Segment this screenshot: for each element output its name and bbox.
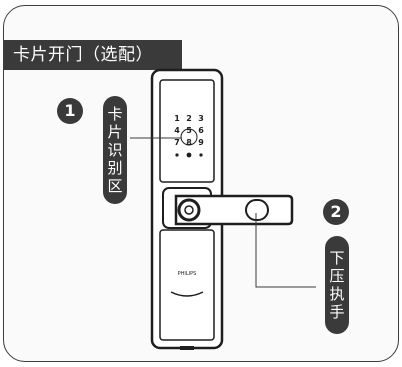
key-1[interactable]: 1 [174,114,180,123]
step-1-label: 卡 片 识 别 区 [103,96,127,204]
step-1-badge: 1 [57,98,83,124]
step-2-label: 下 压 执 手 [325,236,349,334]
key-5[interactable]: 5 [186,126,192,135]
key-3[interactable]: 3 [198,114,204,123]
keypad: 1 2 3 4 5 6 7 8 9 [174,114,204,147]
key-4[interactable]: 4 [174,126,180,135]
key-9[interactable]: 9 [198,138,204,147]
bottom-curve [170,291,204,297]
keypad-bottom-dots [175,152,203,158]
key-8[interactable]: 8 [186,138,192,147]
step-2-badge: 2 [323,199,349,225]
card-reader-zone [180,128,198,146]
key-6[interactable]: 6 [198,126,204,135]
key-2[interactable]: 2 [186,114,192,123]
callout-line-2 [255,213,316,288]
key-7[interactable]: 7 [174,138,180,147]
lever-grip [245,199,269,221]
brand-logo: PHILIPS [178,271,197,277]
title-tab: 卡片开门（选配） [4,40,182,70]
